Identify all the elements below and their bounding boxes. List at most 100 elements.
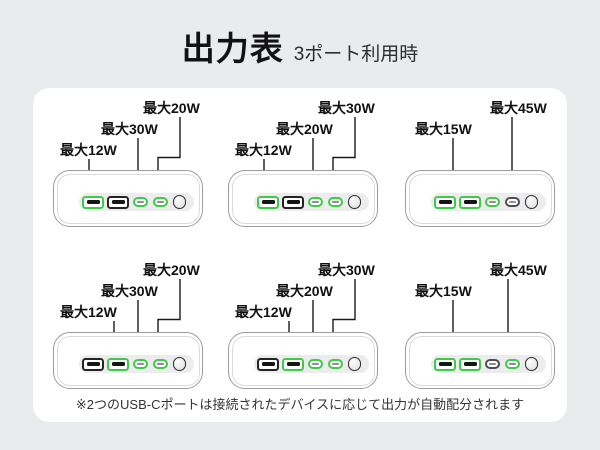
usb-c-port-1	[133, 359, 148, 369]
usb-c-port-1	[133, 197, 148, 207]
title-subtitle: 3ポート利用時	[293, 44, 419, 65]
usb-a-port-1	[257, 357, 279, 371]
usb-c-contact	[156, 362, 164, 366]
usb-c-contact	[508, 200, 516, 204]
device-inner-outline	[56, 173, 200, 224]
usb-a-port-2	[459, 357, 481, 371]
usb-a-port-2	[107, 195, 129, 209]
usb-a-contact	[286, 200, 300, 204]
power-button	[347, 357, 361, 371]
panel-top-center: 最大12W 最大20W 最大30W	[228, 101, 378, 231]
diagram-row-bottom: 最大12W 最大30W 最大20W	[33, 263, 567, 393]
usb-c-port-2	[152, 197, 168, 207]
usb-a-port-1	[82, 357, 104, 371]
usb-c-contact	[489, 200, 496, 204]
usb-a-contact	[86, 362, 100, 366]
output-table-card: 最大12W 最大30W 最大20W	[33, 88, 567, 422]
usb-a-contact	[463, 200, 477, 204]
page-title: 出力表 3ポート利用時	[0, 22, 600, 70]
usb-c-contact	[137, 200, 144, 204]
usb-c-port-1	[308, 359, 323, 369]
usb-c-port-1	[308, 197, 323, 207]
usb-c-contact	[331, 200, 339, 204]
usb-a-port-1	[82, 195, 104, 209]
usb-c-contact	[312, 200, 319, 204]
device-inner-outline	[231, 173, 375, 224]
power-bank-device	[228, 170, 378, 227]
usb-a-port-1	[434, 195, 456, 209]
usb-a-port-1	[434, 357, 456, 371]
usb-a-contact	[286, 362, 300, 366]
max-watt-label: 最大45W	[490, 262, 547, 278]
diagram-row-top: 最大12W 最大30W 最大20W	[33, 101, 567, 231]
power-bank-device	[53, 170, 203, 227]
port-bar	[79, 193, 194, 211]
usb-c-port-2	[152, 359, 168, 369]
usb-c-contact	[156, 200, 164, 204]
max-watt-label: 最大20W	[276, 283, 333, 299]
max-watt-label: 最大30W	[318, 100, 375, 116]
device-inner-outline	[231, 335, 375, 386]
usb-c-port-2	[504, 359, 520, 369]
power-bank-device	[53, 332, 203, 389]
port-bar	[431, 355, 546, 373]
device-inner-outline	[408, 335, 552, 386]
max-watt-label: 最大12W	[235, 304, 292, 320]
max-watt-label: 最大20W	[143, 262, 200, 278]
usb-a-port-2	[107, 357, 129, 371]
usb-a-contact	[86, 200, 100, 204]
power-button	[347, 195, 361, 209]
footnote: ※2つのUSB-Cポートは接続されたデバイスに応じて出力が自動配分されます	[75, 397, 525, 412]
panel-top-left: 最大12W 最大30W 最大20W	[53, 101, 203, 231]
usb-a-contact	[261, 362, 275, 366]
panel-bottom-left: 最大12W 最大30W 最大20W	[53, 263, 203, 393]
device-inner-outline	[56, 335, 200, 386]
power-bank-device	[405, 170, 555, 227]
panel-bottom-center: 最大12W 最大20W 最大30W	[228, 263, 378, 393]
max-watt-label: 最大20W	[143, 100, 200, 116]
usb-a-contact	[438, 362, 452, 366]
usb-c-port-2	[504, 197, 520, 207]
port-bar	[254, 193, 369, 211]
max-watt-label: 最大30W	[101, 283, 158, 299]
max-watt-label: 最大45W	[490, 100, 547, 116]
power-button	[172, 357, 186, 371]
max-watt-label: 最大15W	[415, 121, 472, 137]
usb-a-contact	[111, 200, 125, 204]
power-button	[172, 195, 186, 209]
usb-c-contact	[312, 362, 319, 366]
usb-a-contact	[438, 200, 452, 204]
usb-c-port-2	[327, 359, 343, 369]
usb-a-contact	[463, 362, 477, 366]
usb-a-contact	[111, 362, 125, 366]
port-bar	[79, 355, 194, 373]
max-watt-label: 最大30W	[318, 262, 375, 278]
usb-a-port-1	[257, 195, 279, 209]
port-bar	[431, 193, 546, 211]
usb-a-port-2	[282, 195, 304, 209]
usb-c-port-1	[485, 359, 500, 369]
usb-c-contact	[508, 362, 516, 366]
max-watt-label: 最大12W	[235, 142, 292, 158]
usb-c-contact	[137, 362, 144, 366]
port-bar	[254, 355, 369, 373]
max-watt-label: 最大30W	[101, 121, 158, 137]
device-inner-outline	[408, 173, 552, 224]
usb-a-port-2	[282, 357, 304, 371]
usb-c-contact	[331, 362, 339, 366]
usb-a-port-2	[459, 195, 481, 209]
panel-bottom-right: 最大15W 最大45W	[405, 263, 555, 393]
max-watt-label: 最大15W	[415, 283, 472, 299]
max-watt-label: 最大20W	[276, 121, 333, 137]
power-bank-device	[405, 332, 555, 389]
title-main: 出力表	[181, 30, 284, 67]
power-bank-device	[228, 332, 378, 389]
max-watt-label: 最大12W	[60, 304, 117, 320]
max-watt-label: 最大12W	[60, 142, 117, 158]
usb-a-contact	[261, 200, 275, 204]
usb-c-port-1	[485, 197, 500, 207]
power-button	[524, 195, 538, 209]
panel-top-right: 最大15W 最大45W	[405, 101, 555, 231]
usb-c-port-2	[327, 197, 343, 207]
